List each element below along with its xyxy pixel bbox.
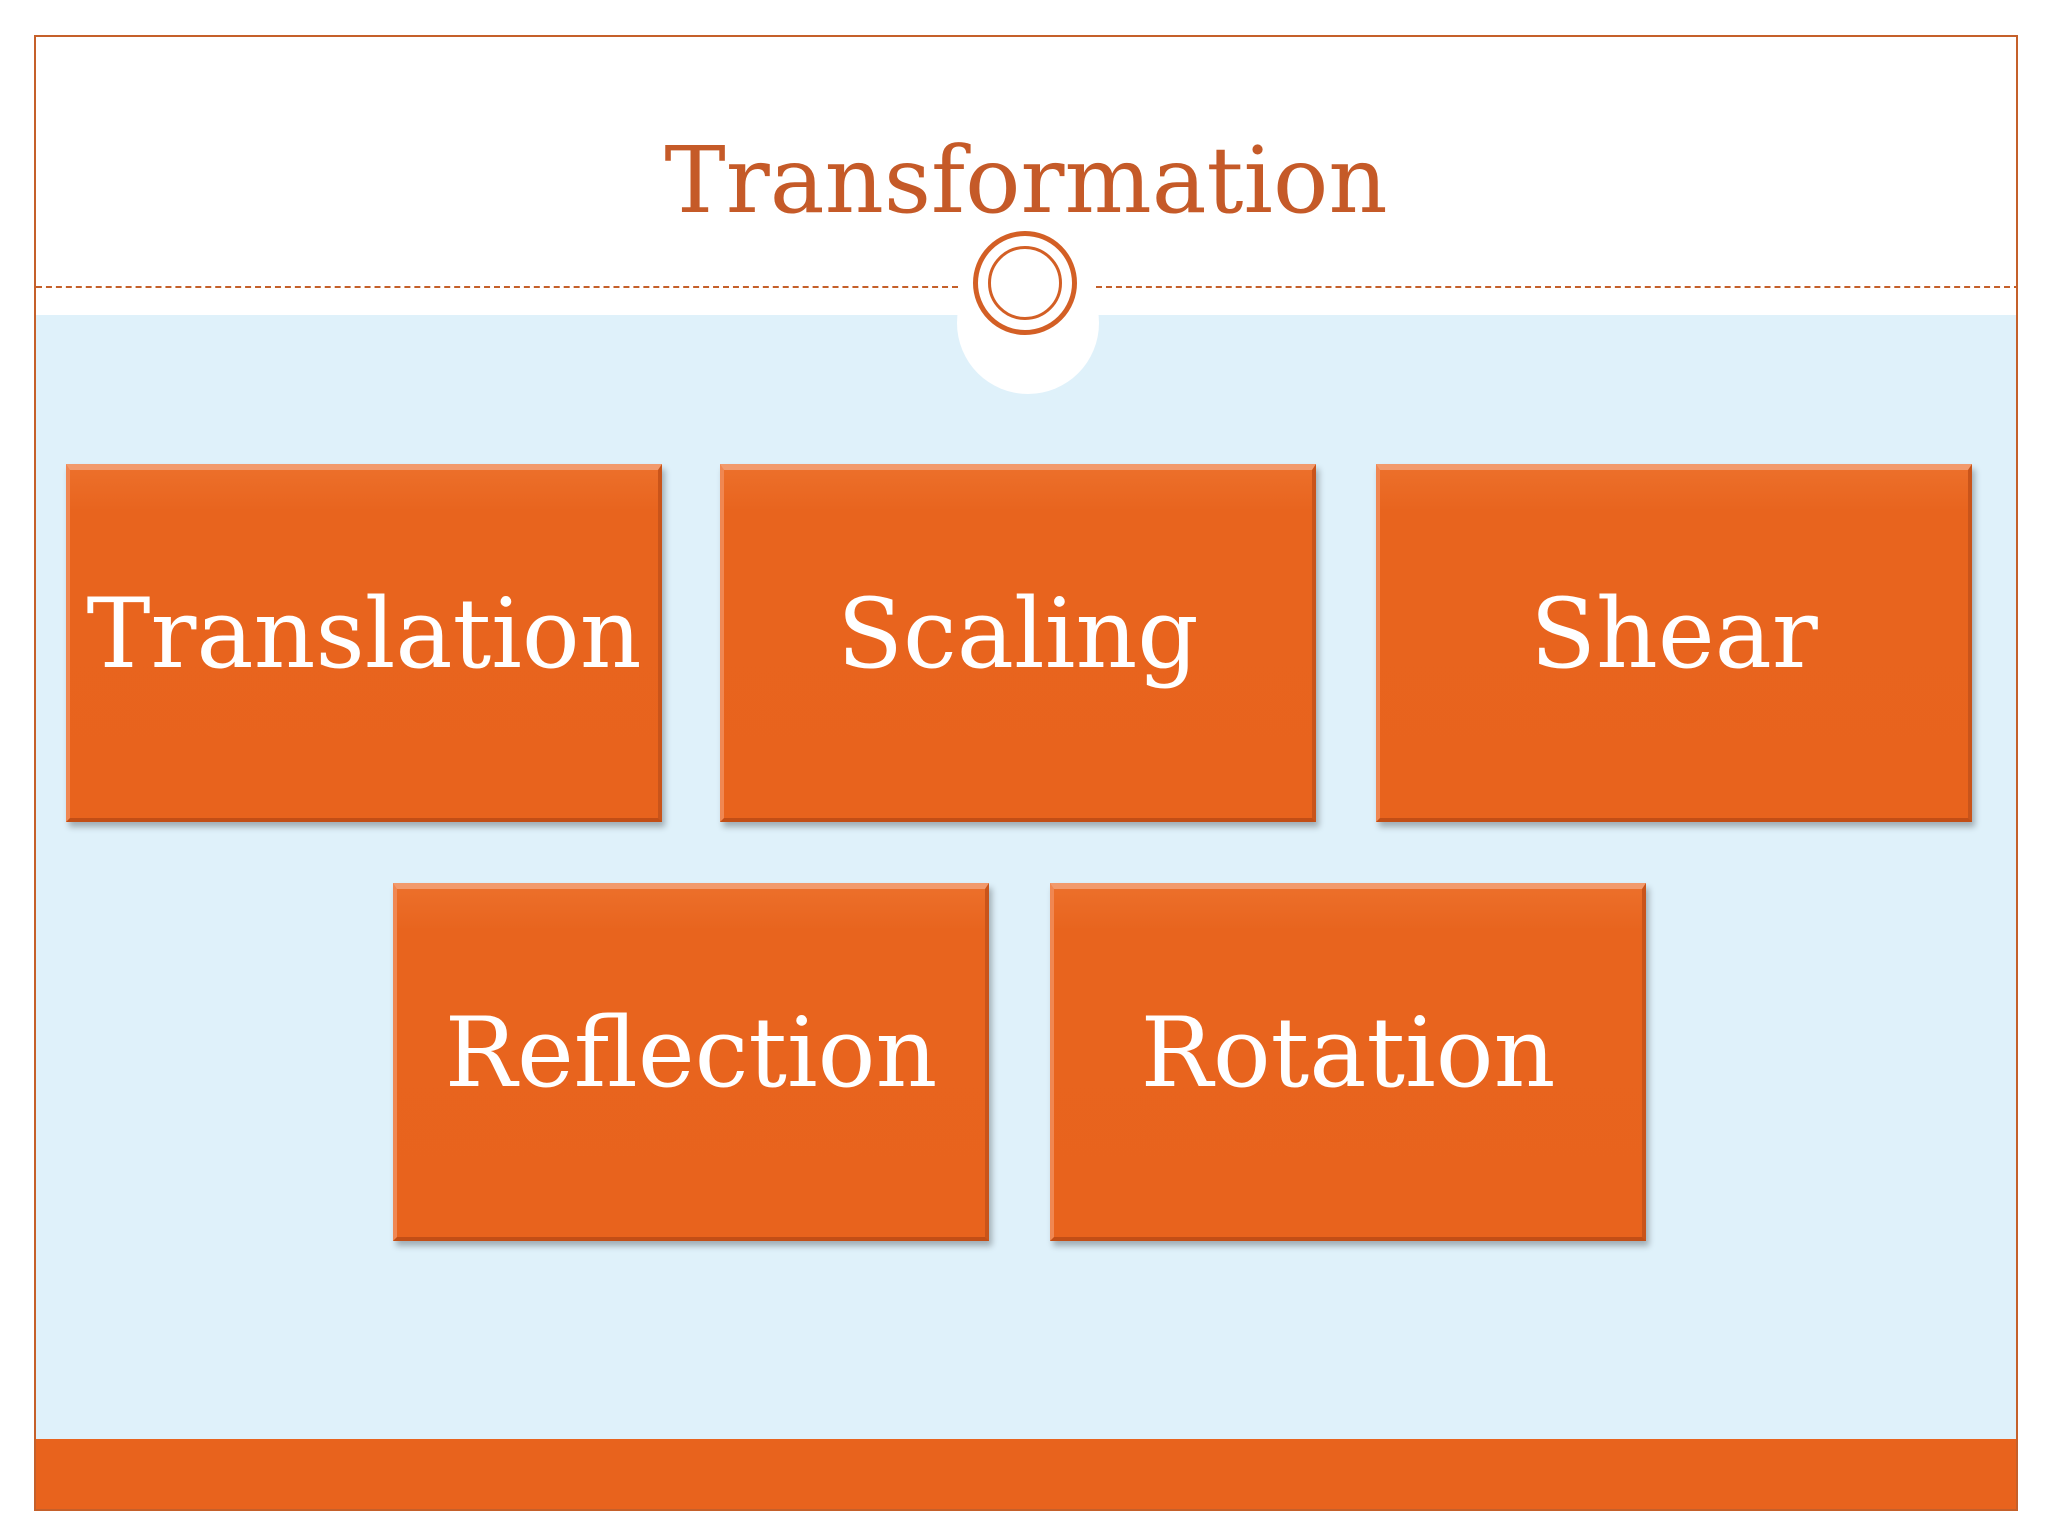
- box-scaling: Scaling: [720, 464, 1316, 822]
- box-rotation: Rotation: [1050, 883, 1646, 1241]
- box-label-shear: Shear: [1530, 578, 1818, 690]
- box-translation: Translation: [66, 464, 662, 822]
- inner-ring-icon: [988, 246, 1062, 320]
- box-reflection: Reflection: [393, 883, 989, 1241]
- box-label-translation: Translation: [86, 578, 642, 690]
- box-shear: Shear: [1376, 464, 1972, 822]
- footer-bar: [36, 1439, 2016, 1509]
- box-label-reflection: Reflection: [444, 997, 938, 1109]
- box-label-scaling: Scaling: [837, 578, 1199, 690]
- slide-title: Transformation: [664, 127, 1388, 234]
- divider-line-left: [36, 286, 958, 288]
- divider-line-right: [1096, 286, 2016, 288]
- box-label-rotation: Rotation: [1140, 997, 1556, 1109]
